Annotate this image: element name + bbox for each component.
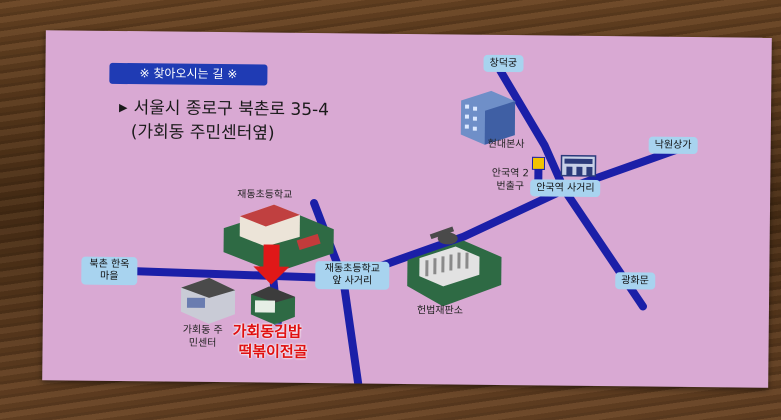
label-jaedong-school: 재동초등학교 <box>237 189 293 201</box>
address-line-2: (가회동 주민센터옆) <box>130 122 275 144</box>
label-community-center: 가회동 주민센터 <box>182 324 223 350</box>
road-changdeok <box>496 66 647 311</box>
restaurant-building-icon <box>250 286 296 325</box>
bullet-icon: ▶ <box>118 100 128 115</box>
school-building-icon <box>223 204 334 273</box>
community-center-icon <box>180 277 236 324</box>
road-map <box>129 66 689 388</box>
restaurant-name-line1: 가회동김밥 <box>232 322 302 341</box>
court-building-icon <box>407 226 502 307</box>
label-bukchon: 북촌 한옥마을 <box>81 256 138 286</box>
label-changdeokgung: 창덕궁 <box>483 54 524 73</box>
label-anguk-exit: 안국역 2번출구 <box>491 167 530 193</box>
road-to-anguk <box>339 142 689 284</box>
hyundai-building-icon <box>460 90 516 145</box>
label-nakwon: 낙원상가 <box>648 136 698 155</box>
anguk-station-icon <box>560 154 597 177</box>
label-hyundai: 현대본사 <box>487 138 525 151</box>
location-card: ※ 찾아오시는 길 ※ ▶서울시 종로구 북촌로 35-4 (가회동 주민센터옆… <box>42 30 772 388</box>
restaurant-name-line2: 떡볶이전골 <box>238 342 308 361</box>
label-gwanghwamun: 광화문 <box>615 272 655 290</box>
label-court: 헌법재판소 <box>416 305 463 317</box>
label-anguk-cross: 안국역 사거리 <box>530 179 601 198</box>
destination-arrow-icon <box>253 244 290 285</box>
directions-header: ※ 찾아오시는 길 ※ <box>109 62 268 86</box>
label-jaedong-cross: 재동초등학교 앞 사거리 <box>315 261 390 290</box>
address-line-1: ▶서울시 종로구 북촌로 35-4 <box>119 93 329 120</box>
